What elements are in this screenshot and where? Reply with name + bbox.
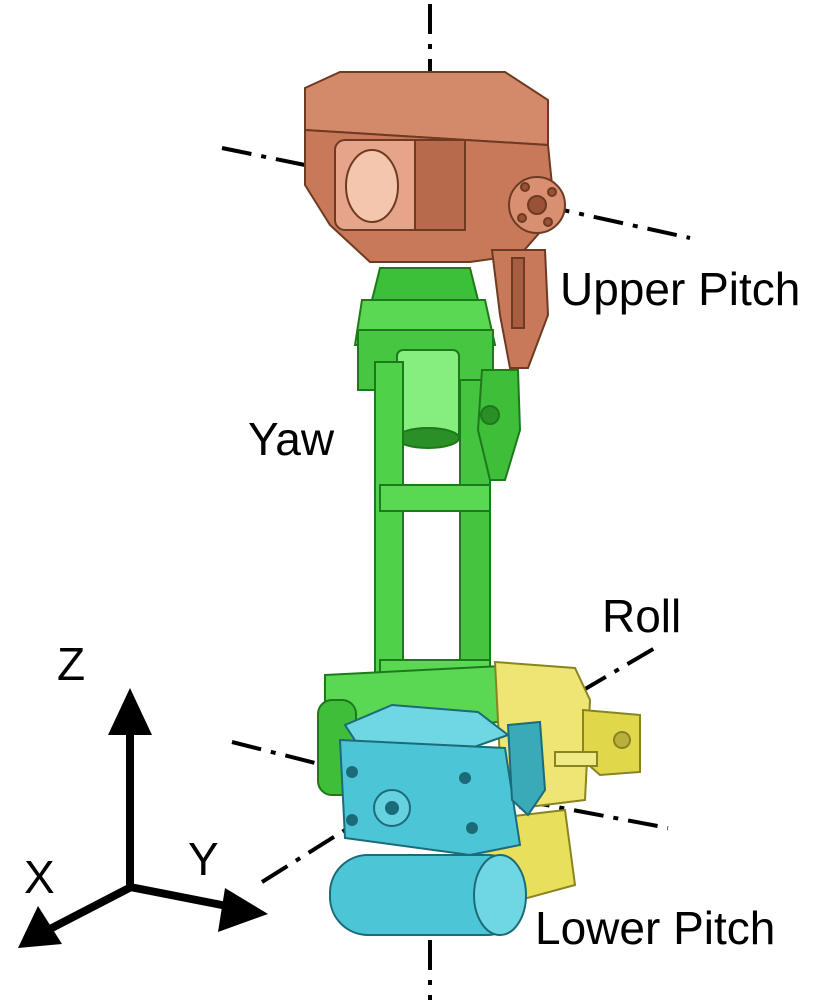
upper-pitch-axis-line-left [221,146,306,167]
z-axis-arrowhead [108,688,152,735]
lower-pitch-hub-center [385,801,399,815]
lower-pitch-body [338,738,522,857]
lower-pitch-axis-line-left [231,740,336,770]
x-axis-label: X [24,851,55,903]
lower-bolt-1 [346,766,358,778]
x-axis-arrowhead [18,906,62,948]
roll-axis-line [578,643,662,694]
yaw-assembly [317,267,522,796]
lower-pitch-sensor [506,720,547,817]
lower-pitch-motor-end [473,854,527,936]
flange-bolt-3 [543,217,553,227]
roll-flange-hole [613,731,631,749]
yaw-left-rail [374,361,404,683]
lower-bolt-4 [466,822,478,834]
lower-pitch-label: Lower Pitch [535,902,775,954]
yaw-label: Yaw [248,413,335,465]
yaw-sensor-knob [480,405,500,425]
upper-pitch-hub [527,195,547,215]
lower-pitch-assembly [329,703,547,936]
y-axis-arrow-shaft [129,883,233,911]
roll-side-pin [554,751,598,767]
upper-pitch-assembly [304,71,566,369]
yaw-sensor-arm [476,369,522,481]
flange-bolt-2 [547,187,557,197]
lower-bolt-2 [459,772,471,784]
upper-pitch-sensor [511,257,525,329]
upper-motor-window [345,149,399,223]
roll-label: Roll [602,590,681,642]
y-axis-arrowhead [218,888,268,932]
yaw-cross-brace-upper [379,484,491,512]
flange-bolt-4 [517,213,527,223]
yaw-coupling [370,267,480,301]
z-axis-label: Z [57,638,85,690]
lower-bolt-3 [346,814,358,826]
upper-gear-block [414,139,466,231]
upper-pitch-label: Upper Pitch [560,263,800,315]
flange-bolt-1 [520,182,530,192]
coordinate-frame [18,688,268,948]
y-axis-label: Y [188,833,219,885]
yaw-motor-cap [396,427,460,449]
x-axis-arrow-shaft [46,882,135,934]
